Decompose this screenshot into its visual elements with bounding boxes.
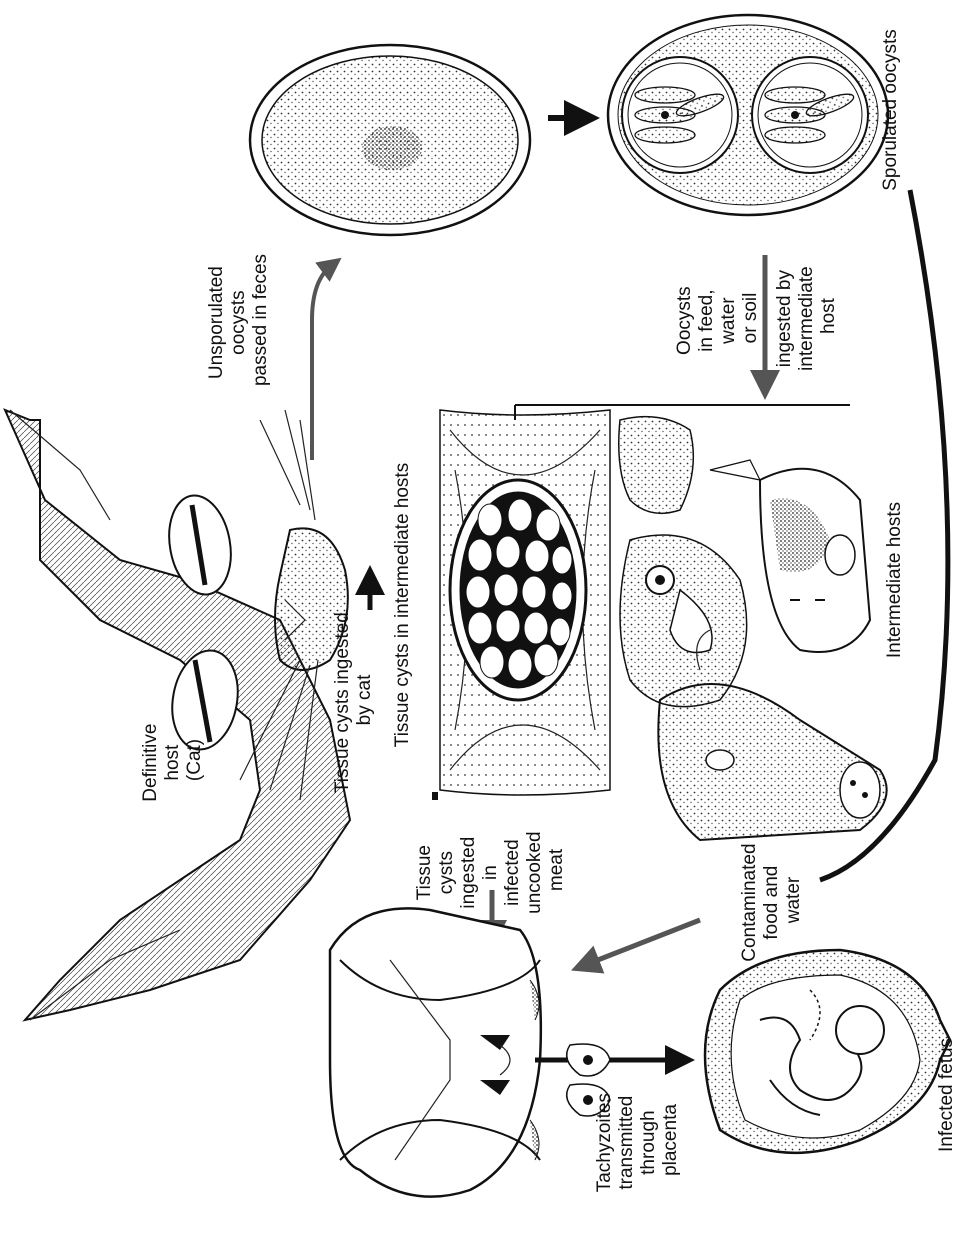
tachyzoites-label: Tachyzoites transmitted through placenta xyxy=(594,1088,681,1193)
contaminated-food-water-label: Contaminated food and water xyxy=(739,838,804,962)
oocysts-in-feed-label: Oocysts in feed, water or soil xyxy=(674,281,761,355)
tissue-cyst-icon xyxy=(440,410,610,795)
ingested-by-intermediate-label: ingested by intermediate host xyxy=(774,261,839,371)
sporulated-oocyst-icon xyxy=(608,15,888,215)
arrow-cat-to-feces xyxy=(312,265,332,460)
arrow-contaminated-to-human xyxy=(585,920,700,965)
sporulated-oocysts-label: Sporulated oocysts xyxy=(880,29,901,191)
tissue-cysts-intermediate-label: Tissue cysts in intermediate hosts xyxy=(392,463,413,747)
farm-animals-icon xyxy=(619,417,887,840)
cat-head-icon xyxy=(5,410,350,1020)
unsporulated-oocysts-label: Unsporulated oocysts passed in feces xyxy=(206,254,271,386)
human-head-icon xyxy=(330,908,541,1196)
unsporulated-oocyst-icon xyxy=(250,45,530,235)
infected-fetus-label: Infected fetus xyxy=(936,1038,957,1152)
tissue-cysts-ingested-by-cat-label: Tissue cysts ingested by cat xyxy=(332,607,375,793)
fetus-icon xyxy=(705,950,950,1153)
intermediate-hosts-label: Intermediate hosts xyxy=(884,502,905,658)
